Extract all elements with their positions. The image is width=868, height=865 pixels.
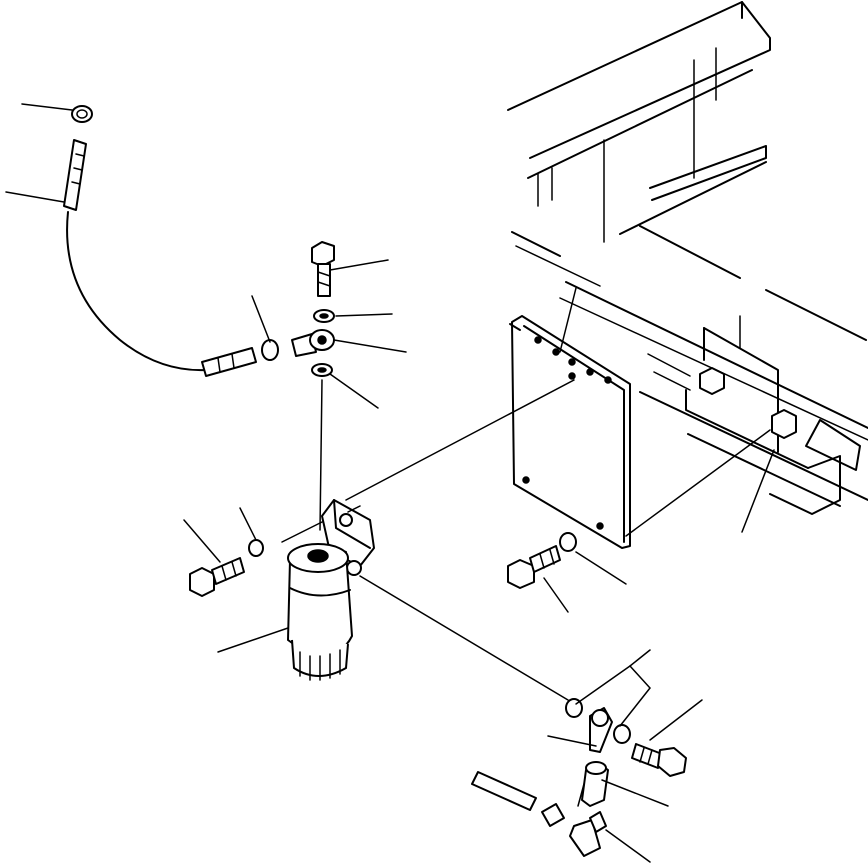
filter-mount-bolt-left	[189, 539, 264, 597]
fuel-filter	[287, 499, 375, 681]
hose-assembly	[63, 105, 279, 377]
filter-mount-bolt-right	[507, 532, 577, 589]
assembly-lines	[281, 379, 771, 701]
mounting-plate	[509, 315, 631, 549]
rail-bracket	[647, 327, 861, 515]
banjo-bolt-stack	[291, 241, 335, 531]
outlet-fittings	[471, 698, 687, 857]
frame-rail	[507, 1, 868, 507]
leader-lines	[5, 103, 775, 863]
